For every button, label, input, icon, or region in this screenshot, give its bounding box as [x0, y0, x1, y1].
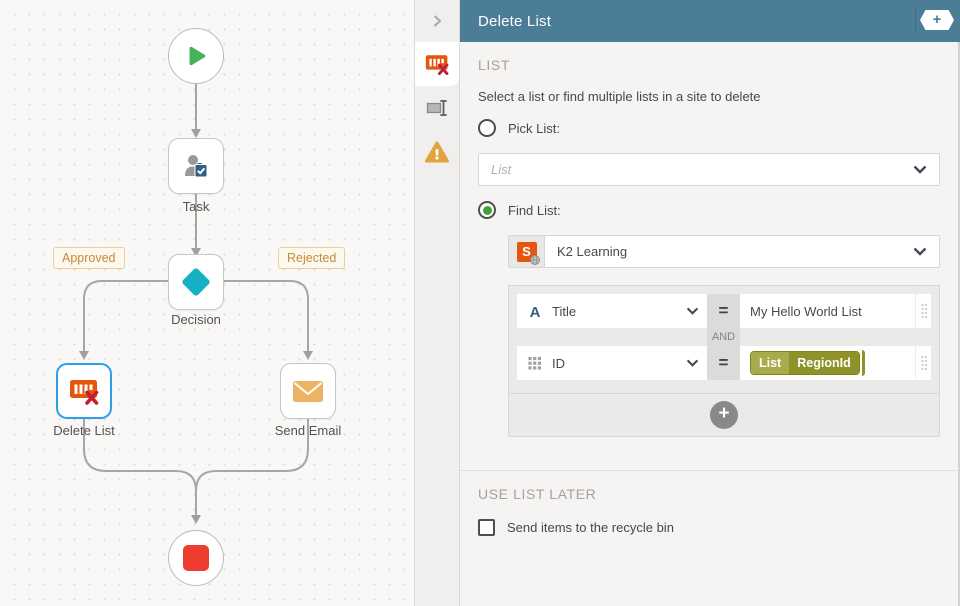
recycle-bin-option: Send items to the recycle bin [478, 519, 940, 536]
filter-field-name: ID [552, 355, 565, 371]
end-node[interactable] [168, 530, 224, 586]
find-list-option: Find List: [478, 201, 940, 219]
tag-context: List [751, 352, 790, 374]
filter-row: ID = List RegionId [517, 346, 931, 380]
collapse-panel-button[interactable] [415, 0, 459, 42]
pick-list-dropdown-placeholder: List [491, 162, 512, 177]
pick-list-label: Pick List: [508, 120, 561, 136]
field-reference-tag[interactable]: List RegionId [750, 350, 865, 376]
sharepoint-site-icon: S [516, 241, 540, 265]
header-divider [915, 8, 916, 34]
branch-label-rejected[interactable]: Rejected [278, 247, 346, 269]
drag-handle-icon[interactable] [915, 346, 931, 380]
send-email-node[interactable] [280, 363, 336, 419]
chevron-down-icon [913, 247, 927, 256]
filter-value-input[interactable]: My Hello World List [740, 294, 915, 328]
email-icon [293, 380, 323, 402]
svg-text:A: A [530, 304, 541, 319]
chevron-down-icon [686, 359, 699, 367]
panel-title: Delete List [478, 12, 552, 30]
drag-handle-icon[interactable] [915, 294, 931, 328]
site-dropdown-value: K2 Learning [557, 244, 628, 259]
connector-lines [79, 84, 313, 524]
globe-icon [529, 254, 540, 265]
section-divider [460, 470, 960, 471]
play-icon [189, 46, 206, 66]
tab-errors[interactable] [415, 130, 459, 174]
decision-node-label: Decision [171, 312, 221, 327]
grid-icon [528, 356, 541, 369]
chevron-down-icon [686, 307, 699, 315]
pick-list-radio[interactable] [478, 119, 496, 137]
chevron-down-icon [913, 165, 927, 174]
chevron-right-icon [433, 15, 442, 27]
warning-icon [425, 141, 449, 163]
decision-diamond-icon [182, 268, 210, 296]
panel-header: Delete List + [460, 0, 960, 42]
filter-builder: A Title = My Hello World List [508, 285, 940, 437]
find-list-label: Find List: [508, 202, 561, 218]
conjunction-row: AND [517, 328, 931, 346]
list-section-description: Select a list or find multiple lists in … [478, 89, 761, 104]
site-dropdown-icon-cell: S [509, 236, 545, 267]
add-button[interactable]: + [920, 10, 954, 30]
delete-list-node[interactable] [56, 363, 112, 419]
conjunction-label[interactable]: AND [707, 328, 740, 346]
tab-delete-list-settings[interactable] [415, 42, 459, 86]
text-type-icon: A [530, 304, 541, 319]
delete-list-icon [425, 55, 449, 76]
tag-property: RegionId [789, 352, 859, 374]
pick-list-option: Pick List: [478, 119, 940, 137]
delete-list-node-label: Delete List [53, 423, 115, 438]
panel-icon-strip [415, 0, 460, 606]
operator-equals[interactable]: = [707, 346, 740, 380]
filter-divider [509, 393, 939, 394]
filter-field-dropdown[interactable]: A Title [517, 294, 707, 328]
task-node-label: Task [182, 199, 210, 214]
filter-row: A Title = My Hello World List [517, 294, 931, 328]
recycle-bin-label: Send items to the recycle bin [507, 520, 674, 535]
workflow-canvas[interactable]: Task Decision Approved Rejected [0, 0, 415, 606]
tab-rename[interactable] [415, 86, 459, 130]
scrollbar-track[interactable] [958, 42, 960, 606]
stop-icon [183, 545, 209, 571]
decision-node[interactable] [168, 254, 224, 310]
filter-field-name: Title [552, 303, 577, 319]
operator-equals[interactable]: = [707, 294, 740, 328]
send-email-node-label: Send Email [274, 423, 342, 438]
pick-list-dropdown[interactable]: List [478, 153, 940, 186]
use-list-later-heading: USE LIST LATER [478, 486, 597, 502]
tag-bracket [861, 350, 865, 376]
branch-label-approved[interactable]: Approved [53, 247, 125, 269]
recycle-bin-checkbox[interactable] [478, 519, 495, 536]
user-task-icon [185, 155, 208, 178]
delete-list-icon [70, 380, 99, 405]
filter-value-input[interactable]: List RegionId [740, 346, 915, 380]
delete-list-config-panel: LIST Select a list or find multiple list… [460, 42, 960, 606]
find-list-radio[interactable] [478, 201, 496, 219]
start-node[interactable] [168, 28, 224, 84]
site-dropdown[interactable]: S K2 Learning [508, 235, 940, 268]
add-filter-row-button[interactable]: + [710, 401, 738, 429]
task-node[interactable] [168, 138, 224, 194]
filter-field-dropdown[interactable]: ID [517, 346, 707, 380]
list-section-heading: LIST [478, 57, 510, 73]
rename-field-icon [426, 100, 447, 116]
